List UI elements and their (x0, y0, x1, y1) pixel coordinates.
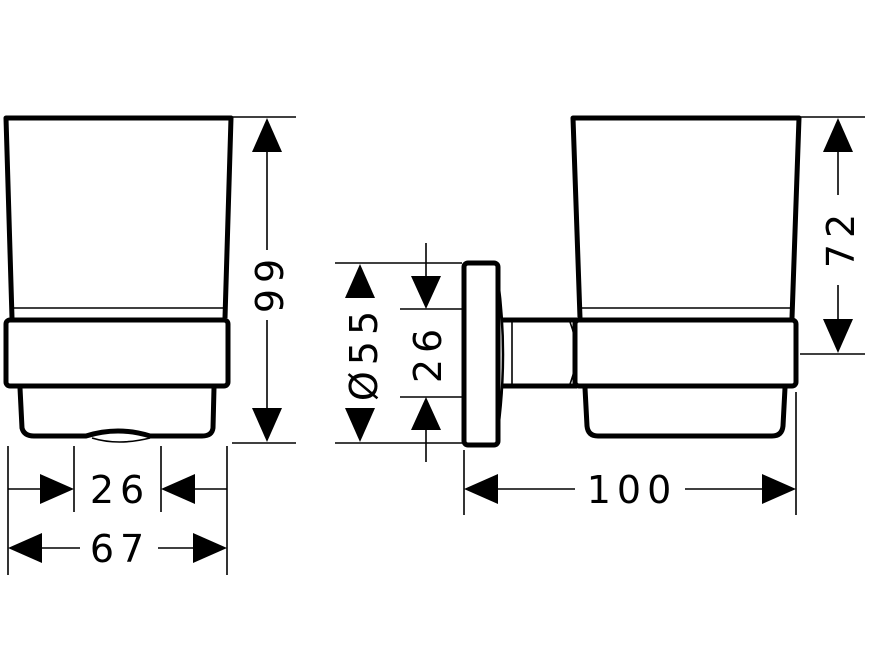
dim-label-diameter-55: Ø55 (342, 305, 386, 401)
side-cup-bottom (582, 387, 788, 439)
side-holder-band (572, 317, 799, 389)
dimension-26-mount: 26 (400, 243, 462, 462)
rosette-curve (496, 279, 505, 431)
dimension-67: 67 (7, 446, 228, 575)
side-view (461, 115, 802, 448)
wall-rosette (461, 260, 501, 448)
front-cup-outline (3, 115, 234, 319)
dimension-26-base: 26 (8, 446, 227, 512)
dimension-72: 72 (800, 116, 865, 355)
front-base-hidden (91, 437, 151, 443)
dim-label-26-base: 26 (90, 468, 150, 512)
dim-label-99: 99 (248, 253, 292, 313)
dimension-100: 100 (463, 392, 797, 515)
dim-label-26-mount: 26 (406, 323, 450, 383)
dim-label-67: 67 (90, 527, 150, 571)
dim-label-72: 72 (819, 208, 863, 268)
front-view (3, 115, 234, 443)
side-cup-outline (570, 115, 802, 319)
dimension-99: 99 (232, 116, 296, 444)
front-holder-band (3, 317, 231, 389)
dim-label-100: 100 (587, 468, 678, 512)
dimension-diameter-55: Ø55 (335, 262, 462, 444)
front-cup-bottom (17, 387, 217, 439)
